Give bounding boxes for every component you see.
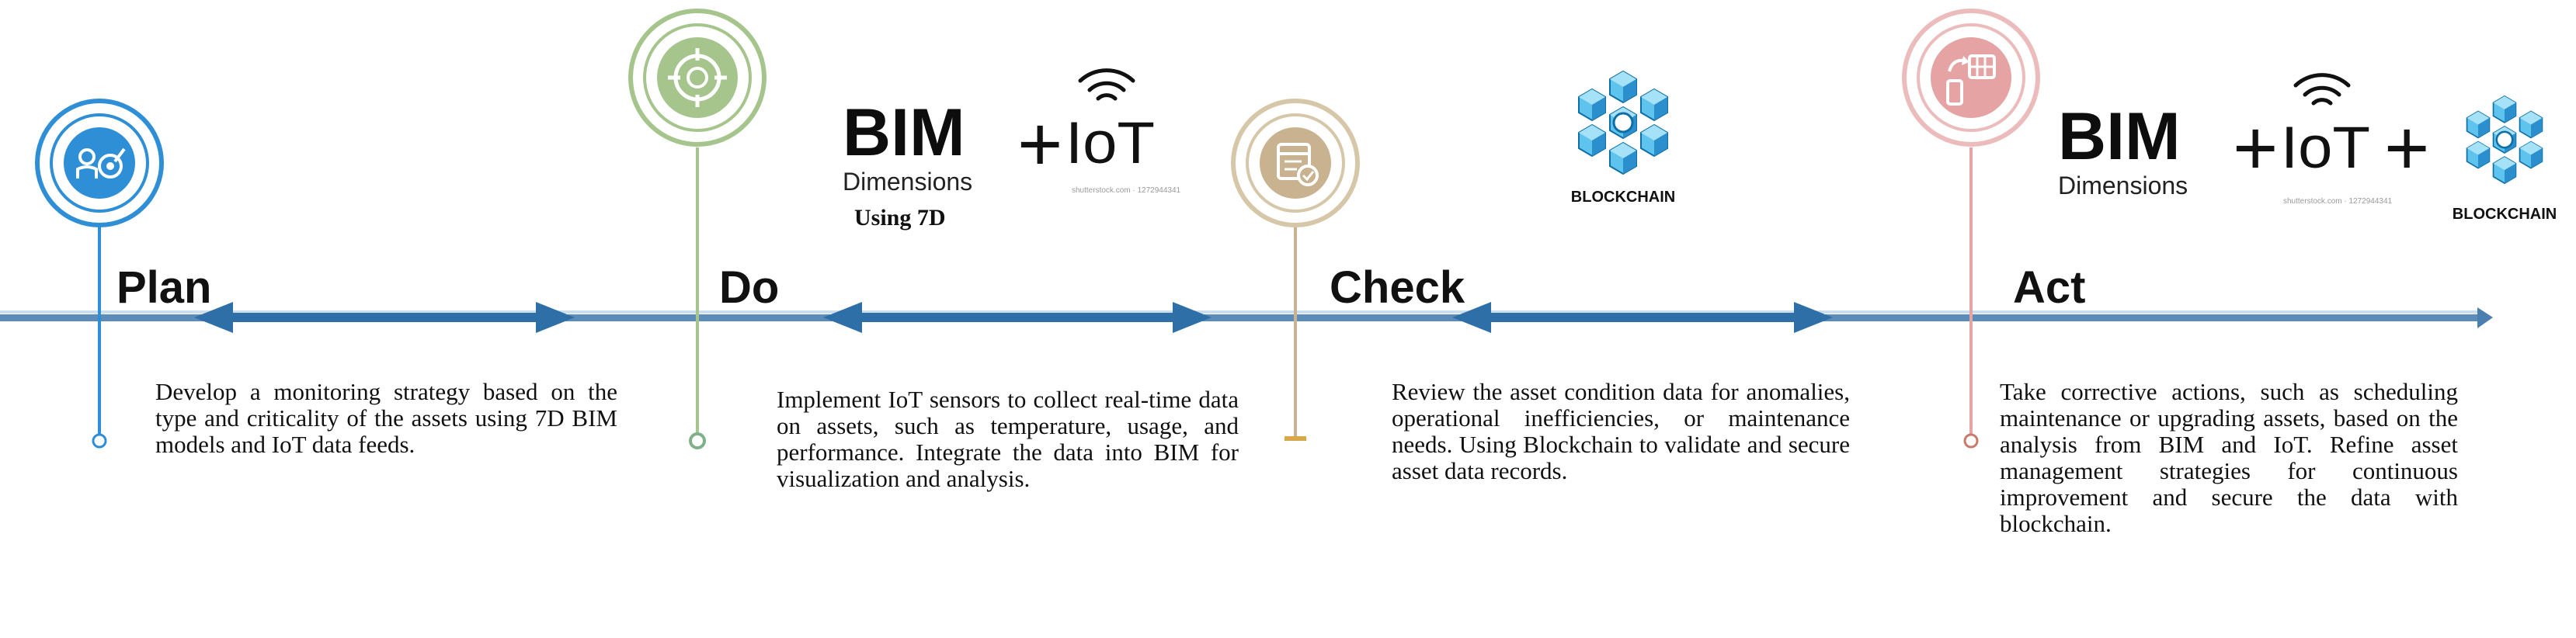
pin-plan <box>35 99 164 449</box>
using-7d-label: Using 7D <box>854 205 946 231</box>
blockchain-cube-icon <box>1579 71 1667 174</box>
plus-sign-1: + <box>2233 105 2278 192</box>
blockchain-logo-check: BLOCKCHAIN <box>1571 71 1675 206</box>
bim-iot-logo: BIM Dimensions + IoT shutterstock.com · … <box>843 71 1181 231</box>
arrow-do-check <box>823 302 1212 333</box>
pin-check <box>1231 99 1360 441</box>
device-sync-icon <box>1946 54 1996 106</box>
phase-title-do: Do <box>719 262 779 313</box>
phase-title-act: Act <box>2013 262 2085 313</box>
timeline <box>0 307 2493 328</box>
description-check: Review the asset condition data for anom… <box>1392 378 1850 484</box>
description-do: Implement IoT sensors to collect real-ti… <box>777 386 1239 492</box>
description-act: Take corrective actions, such as schedul… <box>2000 378 2458 537</box>
iot-logo-text-act: IoT <box>2281 115 2370 181</box>
blockchain-label-act: BLOCKCHAIN <box>2453 206 2557 223</box>
plus-sign-2: + <box>2384 105 2429 192</box>
arrow-check-act <box>1452 302 1833 333</box>
bim-dimensions-text-act: Dimensions <box>2058 172 2188 199</box>
target-settings-icon <box>76 147 126 179</box>
blockchain-cube-icon-act <box>2467 96 2543 183</box>
bim-iot-blockchain-logo: BIM Dimensions + IoT shutterstock.com · … <box>2058 75 2557 223</box>
bim-logo-text-act: BIM <box>2058 99 2181 174</box>
description-plan: Develop a monitoring strategy based on t… <box>155 378 617 458</box>
pin-act <box>1902 9 2040 449</box>
wifi-signal-icon-act <box>2296 75 2348 103</box>
crosshair-target-icon <box>668 48 727 107</box>
bim-logo-text: BIM <box>843 95 965 170</box>
checklist-icon <box>1277 143 1319 186</box>
iot-logo-text: IoT <box>1066 110 1155 176</box>
phase-title-check: Check <box>1330 262 1465 313</box>
arrow-plan-do <box>194 302 575 333</box>
wifi-signal-icon <box>1080 71 1133 99</box>
blockchain-label-check: BLOCKCHAIN <box>1571 189 1675 206</box>
plus-sign: + <box>1017 101 1062 188</box>
stock-watermark: shutterstock.com · 1272944341 <box>1072 186 1181 195</box>
bim-dimensions-text: Dimensions <box>843 168 972 196</box>
pin-do <box>628 9 767 449</box>
phase-title-plan: Plan <box>116 262 212 313</box>
stock-watermark-act: shutterstock.com · 1272944341 <box>2283 197 2393 206</box>
